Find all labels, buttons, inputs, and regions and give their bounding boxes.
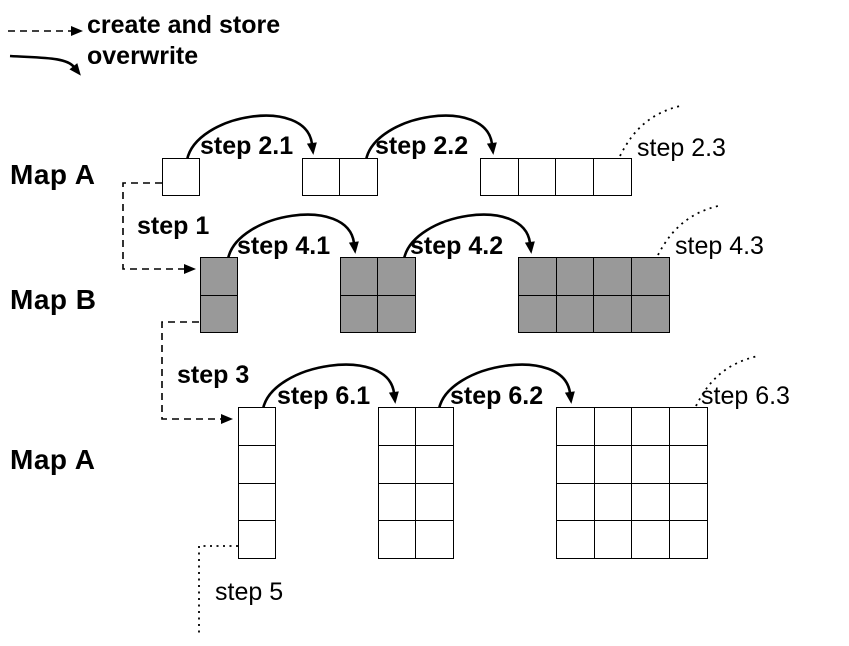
step-2-3-label: step 2.3 [637, 134, 726, 162]
step-4-2-overwrite-arc [402, 213, 535, 260]
grid-cell [669, 484, 707, 522]
grid-cell [341, 295, 378, 332]
grid-cell [632, 521, 670, 558]
grid-cell [669, 446, 707, 484]
grid-row3-map-a-4x4 [556, 407, 708, 559]
grid-cell [556, 258, 594, 296]
grid-cell [163, 159, 199, 195]
step-2-2-overwrite-arc [364, 114, 497, 161]
grid-cell [670, 521, 708, 558]
step-1-label: step 1 [137, 212, 210, 240]
grid-cell [239, 484, 275, 522]
grid-cell [379, 445, 416, 484]
step-6-2-overwrite-arc [437, 363, 575, 410]
grid-cell [631, 258, 669, 296]
grid-cell [416, 446, 453, 484]
grid-row3-map-a-4x1 [238, 407, 276, 559]
grid-cell [201, 296, 237, 333]
grid-cell [519, 258, 557, 296]
grid-cell [632, 483, 670, 522]
legend-overwrite-curved-arrow-icon [9, 54, 81, 76]
grid-cell [594, 445, 632, 484]
grid-row2-map-b-2x2 [340, 257, 416, 333]
grid-cell [201, 258, 237, 296]
step-3-dashed-arrow [161, 321, 233, 424]
grid-cell [416, 521, 453, 558]
grid-cell [239, 521, 275, 558]
step-1-dashed-arrow [122, 182, 196, 274]
grid-cell [594, 295, 632, 332]
grid-cell [519, 159, 556, 195]
grid-cell [669, 408, 707, 446]
step-6-3-label: step 6.3 [701, 382, 790, 410]
grid-cell [519, 295, 557, 332]
grid-row2-map-b-2x1 [200, 257, 238, 333]
grid-cell [416, 408, 453, 446]
grid-row1-map-a-1x2 [302, 158, 378, 196]
grid-cell [557, 483, 595, 522]
step-4-2-label: step 4.2 [410, 232, 504, 260]
step-4-3-label: step 4.3 [675, 232, 764, 260]
grid-cell [557, 445, 595, 484]
grid-cell [632, 408, 670, 446]
grid-cell [557, 295, 594, 332]
grid-cell [632, 296, 670, 333]
map-a-row3-label: Map A [10, 444, 96, 475]
grid-cell [594, 258, 632, 296]
step-2-1-label: step 2.1 [200, 132, 294, 160]
grid-cell [378, 296, 415, 333]
legend-create-and-store-label: create and store [87, 11, 281, 39]
grid-cell [340, 159, 377, 195]
step-6-2-label: step 6.2 [450, 382, 544, 410]
grid-cell [378, 258, 415, 296]
step-4-1-label: step 4.1 [237, 232, 331, 260]
grid-cell [379, 408, 416, 446]
grid-cell [341, 258, 378, 296]
grid-cell [632, 445, 670, 484]
step-3-label: step 3 [177, 361, 250, 389]
grid-cell [594, 483, 632, 522]
step-2-3-dotted-arc [619, 105, 681, 157]
grid-cell [557, 408, 595, 446]
grid-cell [556, 159, 594, 195]
grid-cell [481, 159, 519, 195]
grid-cell [594, 408, 632, 446]
grid-row2-map-b-2x4 [518, 257, 670, 333]
grid-cell [379, 483, 416, 522]
step-6-1-label: step 6.1 [277, 382, 371, 410]
grid-cell [303, 159, 340, 195]
step-6-1-overwrite-arc [261, 363, 399, 410]
grid-row3-map-a-4x2 [378, 407, 454, 559]
grid-cell [379, 521, 416, 558]
step-4-1-overwrite-arc [226, 213, 359, 260]
step-5-dotted-line [198, 545, 238, 633]
grid-cell [557, 521, 595, 558]
step-5-label: step 5 [215, 578, 284, 606]
grid-cell [416, 484, 453, 522]
step-2-2-label: step 2.2 [375, 132, 469, 160]
grid-cell [239, 446, 275, 484]
grid-row1-map-a-1x4 [480, 158, 632, 196]
step-4-3-dotted-arc [657, 205, 719, 256]
map-a-row1-label: Map A [10, 159, 96, 190]
grid-cell [594, 159, 632, 195]
grid-row1-map-a-1x1 [162, 158, 200, 196]
grid-cell [239, 408, 275, 446]
legend-overwrite-label: overwrite [87, 42, 199, 70]
step-2-1-overwrite-arc [185, 114, 317, 161]
map-b-row2-label: Map B [10, 284, 97, 315]
grid-cell [595, 521, 632, 558]
